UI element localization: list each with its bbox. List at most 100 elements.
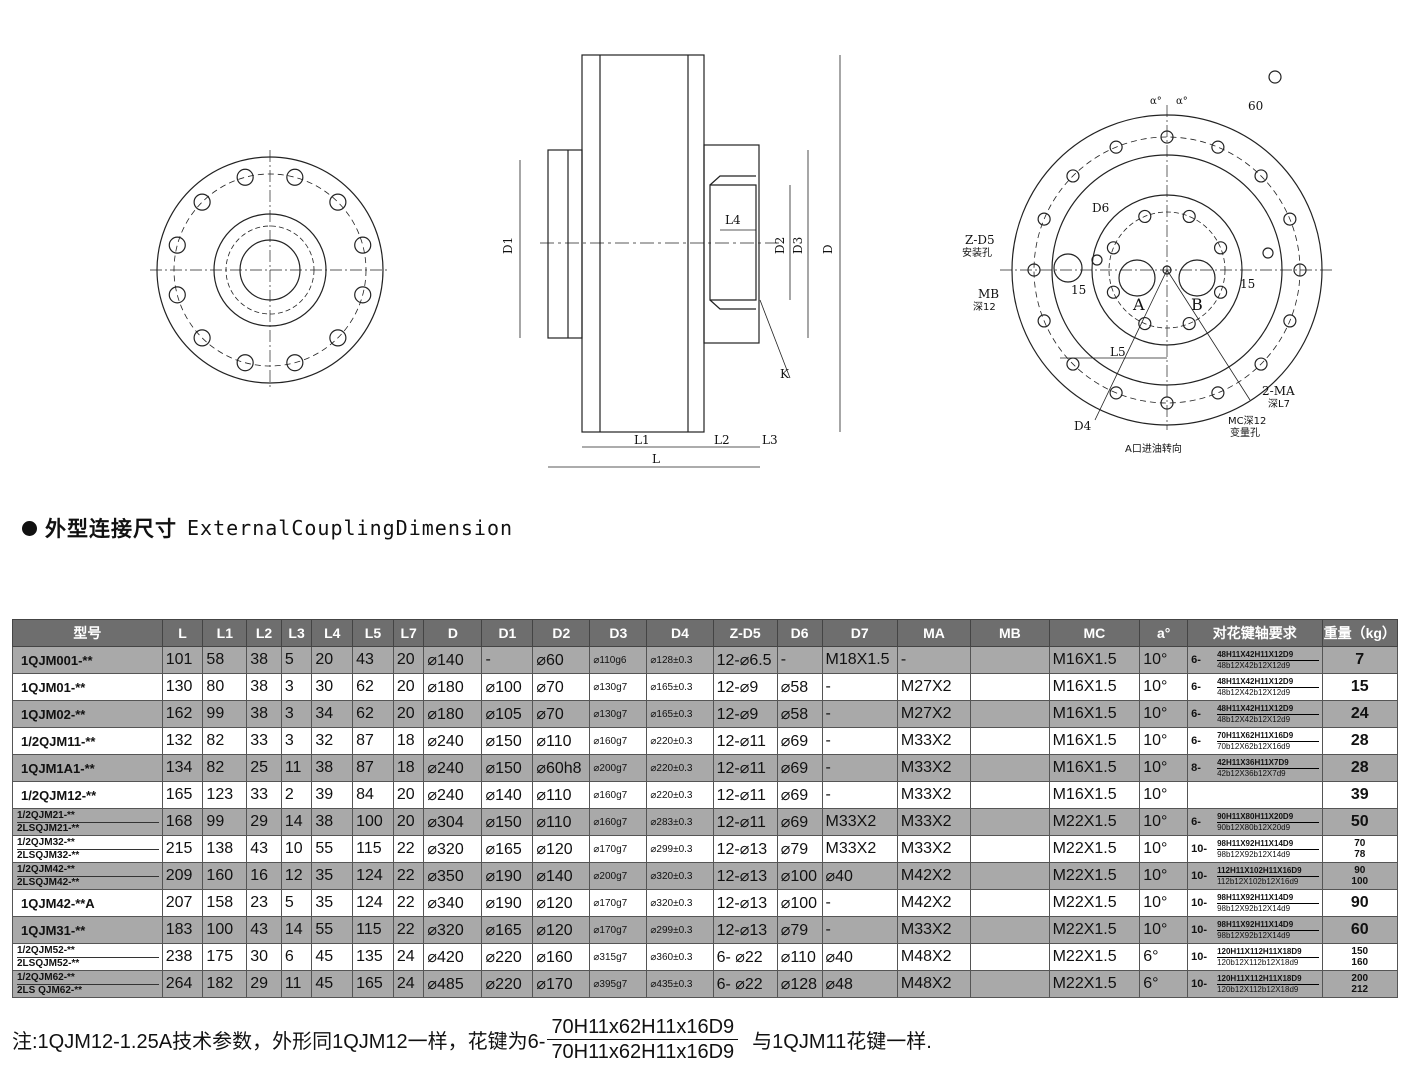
cell-d: ⌀304 [423,808,483,836]
cell-l2: 29 [246,970,282,998]
weight-value: 78 [1354,849,1366,860]
cell-l1: 160 [202,862,248,890]
model-name: 1/2QJM62-** [17,972,159,985]
cell-model: 1/2QJM12-** [12,781,163,809]
cell-l4: 30 [311,673,354,701]
cell-d: ⌀180 [423,700,483,728]
cell-d7: M18X1.5 [821,646,898,674]
bolt-hole [168,286,186,304]
cell-d: ⌀320 [423,916,483,944]
spline-pre: 10- [1191,950,1207,963]
cell-d1: ⌀165 [481,835,534,863]
weight-value: 24 [1350,705,1369,722]
cell-l1: 175 [202,943,248,971]
spline-den: 98b12X92b12X14d9 [1217,930,1291,940]
bolt-hole [354,236,372,254]
spline-num: 70H11X62H11X16D9 [1217,731,1319,742]
cell-d4: ⌀128±0.3 [646,646,714,674]
port-bolt-hole [1211,140,1225,154]
cell-ma: M33X2 [896,916,972,944]
cell-l3: 5 [280,889,313,917]
column-header: 对花键轴要求 [1187,619,1323,647]
cell-weight: 7 [1321,646,1398,674]
cell-weight: 15 [1321,673,1398,701]
weight-value: 90 [1350,894,1369,911]
cell-mb [970,646,1050,674]
cell-l3: 3 [280,673,313,701]
cell-d3: ⌀160g7 [589,808,648,836]
technical-drawings: D1 L4 D2 D3 D K L1 L2 L3 L α° α° 60 D6 Z… [150,54,1335,468]
cell-l5: 100 [352,808,394,836]
cell-d7: - [821,889,898,917]
cell-d3: ⌀170g7 [589,835,648,863]
cell-l2: 43 [246,916,282,944]
cell-weight: 39 [1321,781,1398,809]
cell-zd5: 12-⌀13 [712,916,778,944]
footnote-spline-fraction: 70H11x62H11x16D9 70H11x62H11x16D9 [547,1015,739,1064]
cell-d3: ⌀160g7 [589,727,648,755]
port-bolt-hole [1211,386,1225,400]
port-bolt-holes [1027,130,1307,410]
spline-pre: 10- [1191,869,1207,882]
footnote-numerator: 70H11x62H11x16D9 [547,1015,739,1040]
model-name: 2LSQJM52-** [17,957,80,969]
weight-value: 90 [1354,865,1366,876]
cell-l: 209 [161,862,204,890]
cell-d: ⌀180 [423,673,483,701]
column-header: a° [1139,619,1189,647]
weight-value: 28 [1350,732,1369,749]
cell-mc: M22X1.5 [1048,889,1141,917]
cell-mb [970,727,1050,755]
hub-bolt-hole [1106,241,1121,255]
cell-d: ⌀140 [423,646,483,674]
label-ma-depth: 深L7 [1268,398,1290,410]
cell-l7: 20 [392,673,425,701]
bullet-icon [22,520,37,536]
cell-mb [970,970,1050,998]
cell-l4: 55 [311,835,354,863]
model-name: 1QJM1A1-** [21,760,95,776]
bolt-hole [329,193,347,211]
bolt-hole [286,354,304,372]
cell-d: ⌀340 [423,889,483,917]
port-bolt-hole [1283,212,1297,226]
cell-d6: - [776,646,823,674]
side-view-drawing [519,54,841,468]
cell-l3: 3 [280,727,313,755]
cell-l2: 38 [246,700,282,728]
cell-d3: ⌀395g7 [589,970,648,998]
cell-d2: ⌀160 [532,943,591,971]
cell-mc: M16X1.5 [1048,700,1141,728]
column-header: D [423,619,483,647]
cell-l4: 39 [311,781,354,809]
cell-l7: 20 [392,808,425,836]
cell-ma: - [896,646,972,674]
cell-l4: 55 [311,916,354,944]
cell-l1: 99 [202,808,248,836]
weight-value: 15 [1350,678,1369,695]
cell-l: 130 [161,673,204,701]
footnote-denominator: 70H11x62H11x16D9 [551,1041,735,1063]
dim-label-d2: D2 [773,237,787,254]
model-name: 1/2QJM21-** [17,810,159,823]
cell-d2: ⌀120 [532,916,591,944]
label-mb-depth: 深12 [973,301,996,313]
model-name: 2LSQJM42-** [17,876,80,888]
cell-l7: 22 [392,835,425,863]
cell-a: 10° [1139,808,1189,836]
spline-num: 90H11X80H11X20D9 [1217,812,1319,823]
spline-num: 48H11X42H11X12D9 [1217,677,1319,688]
label-variable-hole: 变量孔 [1230,426,1260,439]
cell-d6: ⌀79 [776,835,823,863]
cell-mb [970,862,1050,890]
cell-mb [970,889,1050,917]
cell-d3: ⌀200g7 [589,754,648,782]
